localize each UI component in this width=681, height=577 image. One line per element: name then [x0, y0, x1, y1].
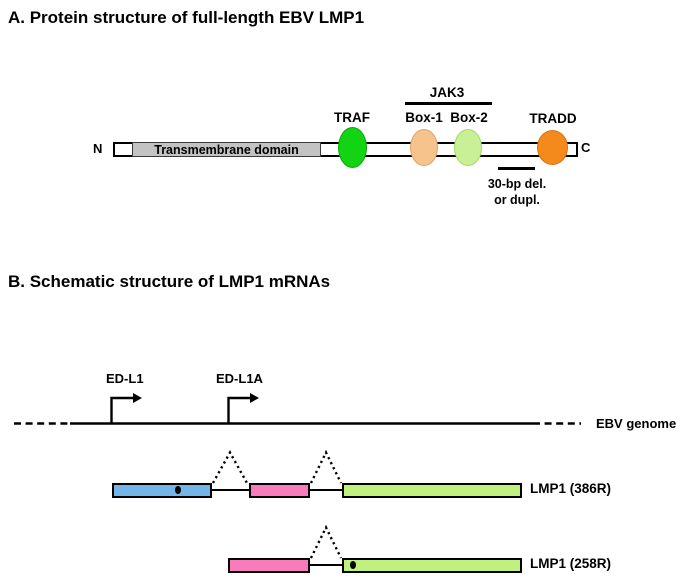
deletion-label-line2: or dupl. [494, 193, 540, 207]
transmembrane-domain-box: Transmembrane domain [132, 142, 321, 157]
box1-domain-oval [410, 129, 438, 166]
mrna1-exon1-blue [112, 483, 212, 498]
traf-domain-oval [338, 127, 367, 168]
panel-b-title: B. Schematic structure of LMP1 mRNAs [8, 272, 331, 291]
transmembrane-domain-label: Transmembrane domain [154, 142, 299, 157]
splice-junction-3 [309, 524, 343, 559]
box1-label: Box-1 [405, 110, 443, 125]
promoter-arrowhead-edl1a [250, 393, 259, 403]
mrna2-exon3-dot [350, 561, 356, 569]
c-terminus-label: C [581, 140, 591, 155]
jak3-bracket-line [405, 102, 492, 105]
splice-junction-2 [309, 449, 343, 484]
jak3-label: JAK3 [429, 85, 465, 100]
promoter-arrowhead-edl1 [133, 393, 142, 403]
mrna1-label: LMP1 (386R) [530, 481, 612, 496]
promoter-arrow-edl1a [227, 396, 250, 423]
ebv-genome-label: EBV genome [596, 416, 677, 431]
deletion-label-line1: 30-bp del. [487, 177, 547, 191]
mrna1-exon3-green [342, 483, 522, 498]
panel-a-title: A. Protein structure of full-length EBV … [8, 8, 365, 27]
tradd-label: TRADD [529, 111, 577, 126]
tradd-domain-oval [537, 130, 568, 165]
mrna2-exon2-pink [228, 558, 310, 573]
mrna2-exon3-green [342, 558, 522, 573]
mrna1-exon2-pink [249, 483, 310, 498]
deletion-region-line [498, 167, 535, 170]
traf-label: TRAF [334, 110, 370, 125]
mrna1-exon1-dot [175, 486, 181, 494]
mrna2-label: LMP1 (258R) [530, 556, 612, 571]
promoter-edl1a-label: ED-L1A [216, 371, 263, 386]
box2-domain-oval [454, 129, 482, 166]
promoter-arrow-edl1 [110, 396, 133, 423]
splice-junction-1 [211, 450, 249, 484]
box2-label: Box-2 [450, 110, 488, 125]
n-terminus-label: N [93, 141, 103, 156]
promoter-edl1-label: ED-L1 [106, 371, 144, 386]
